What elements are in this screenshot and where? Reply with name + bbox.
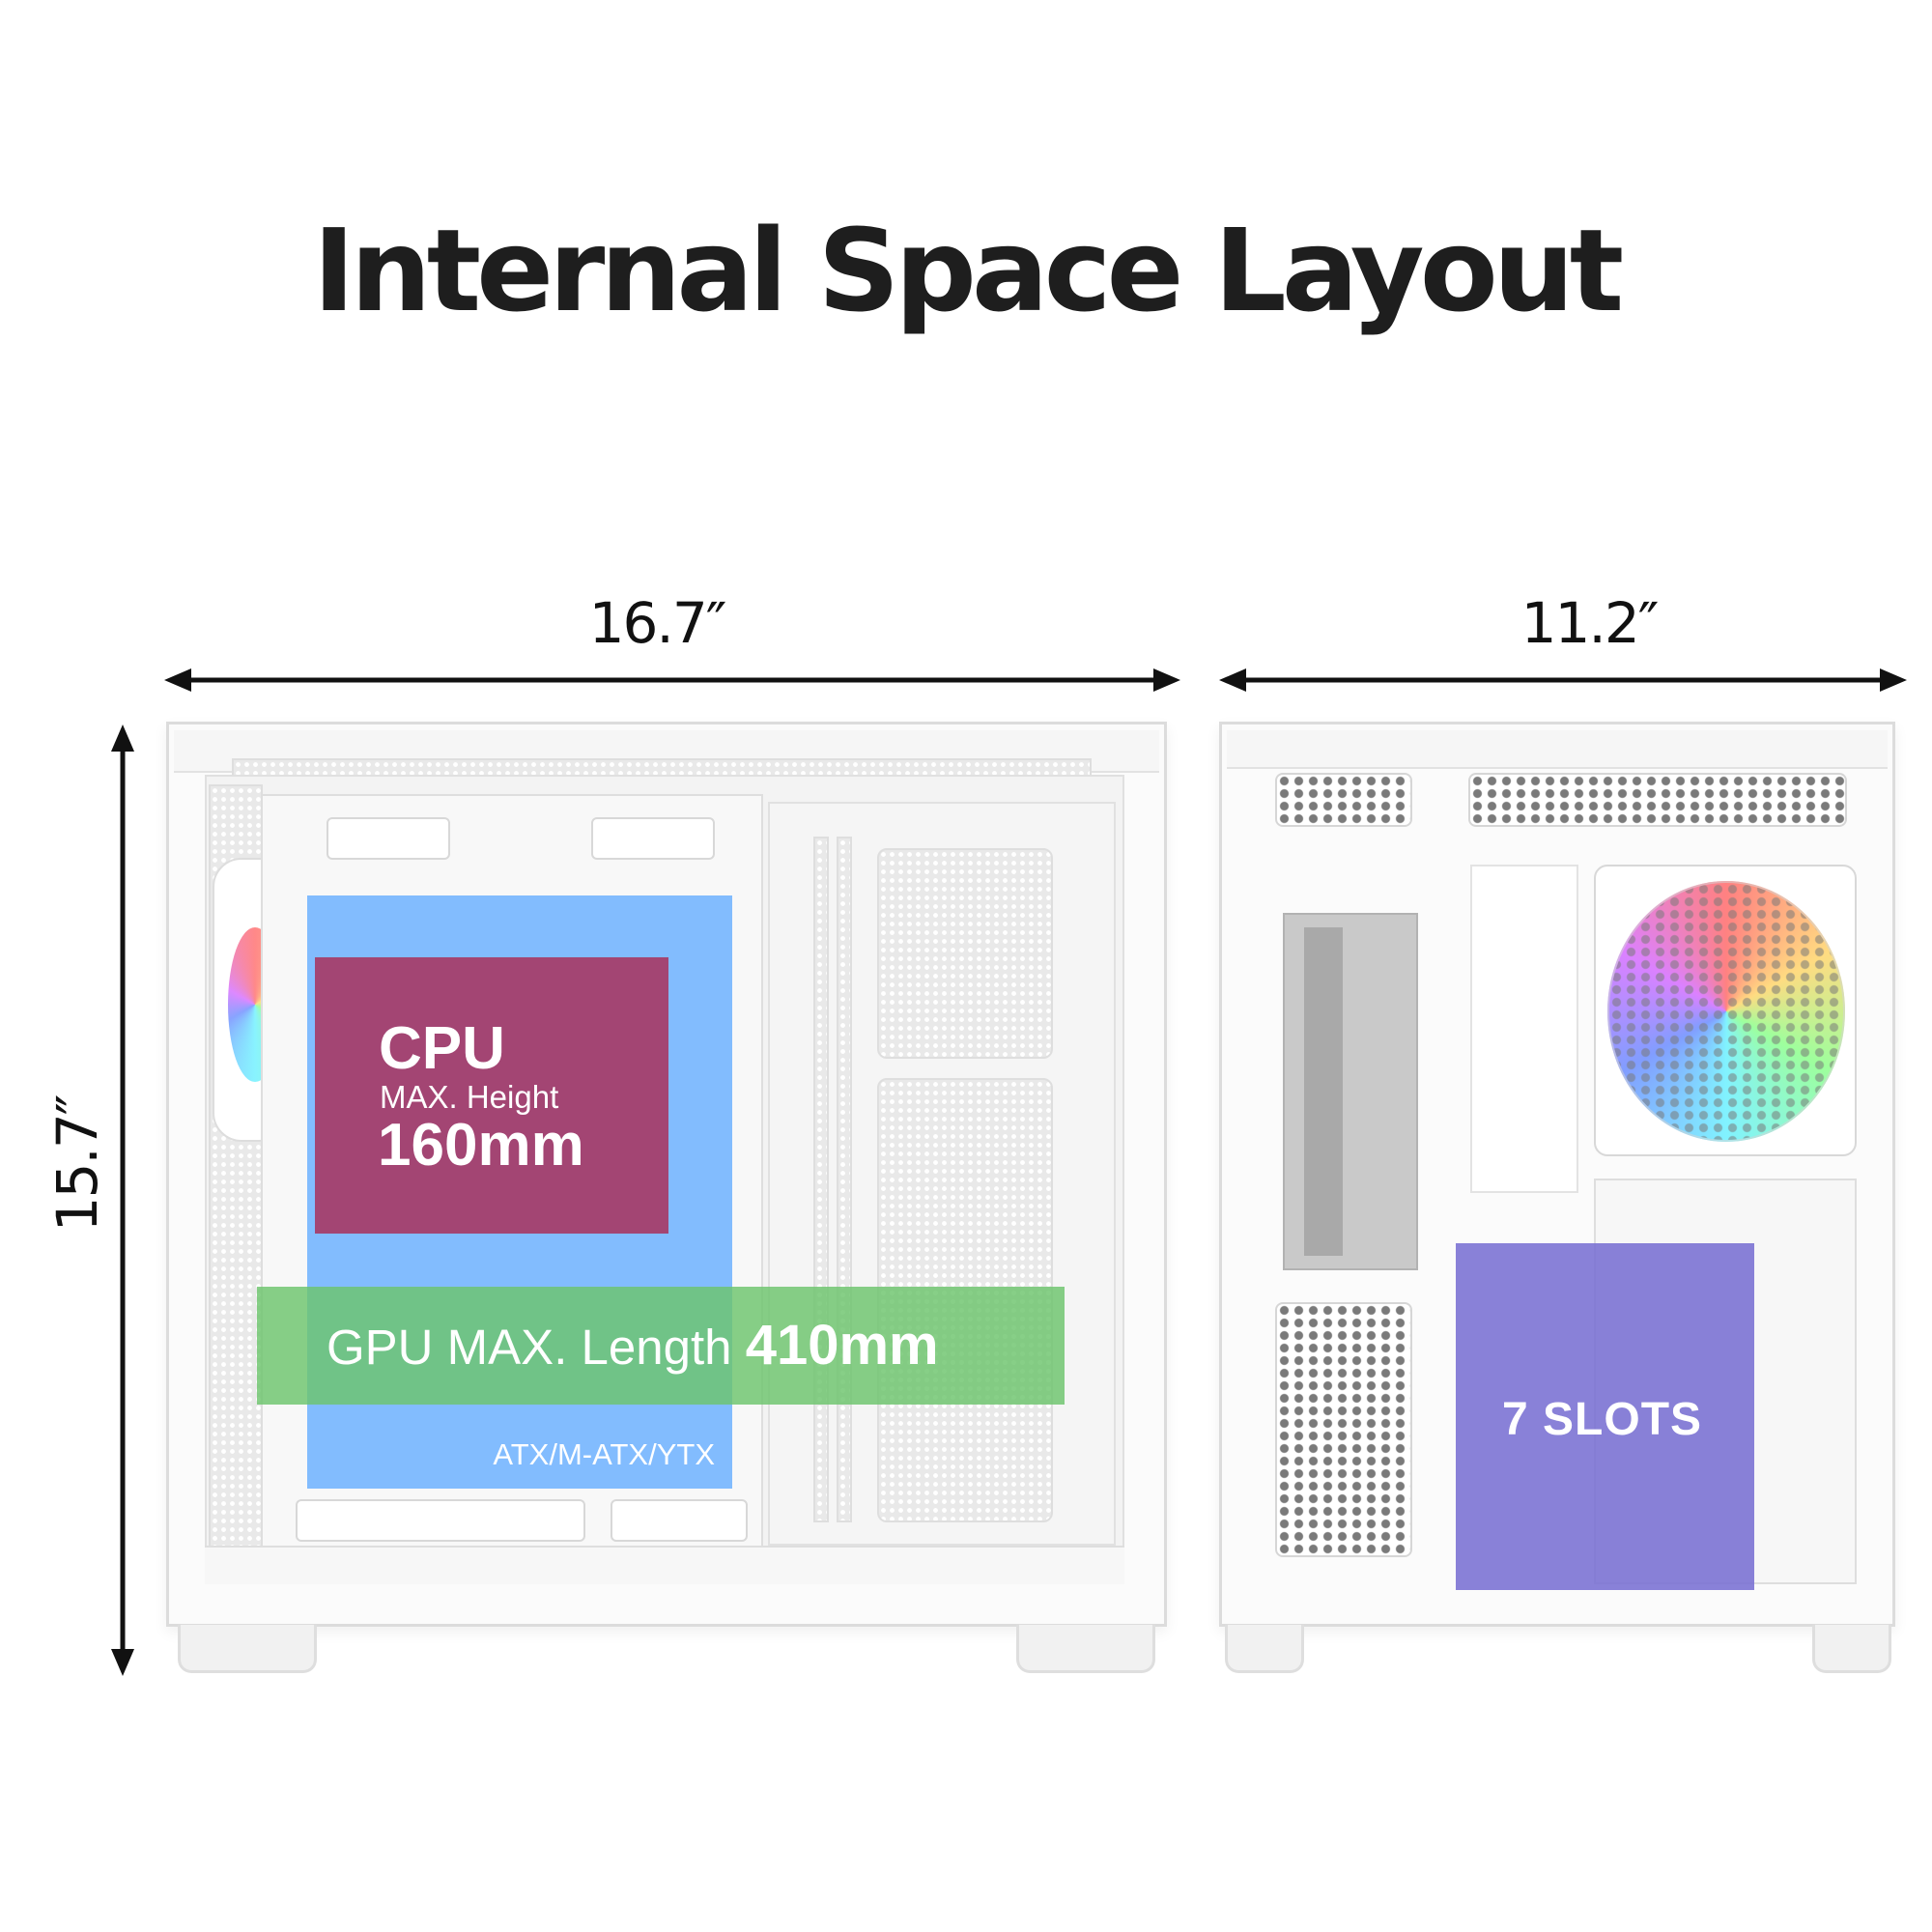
psu-opening <box>1470 865 1578 1193</box>
rear-foot-left <box>1225 1625 1304 1673</box>
rear-lower-vent <box>1275 1302 1412 1557</box>
rear-foot-right <box>1812 1625 1891 1673</box>
expansion-slots-label: 7 SLOTS <box>1502 1394 1703 1445</box>
psu-bracket <box>1283 913 1418 1270</box>
cpu-zone <box>315 957 668 1234</box>
page-title: Internal Space Layout <box>312 204 1624 337</box>
psu-bracket-rail <box>1304 927 1343 1256</box>
gpu-zone <box>257 1287 1065 1405</box>
side-panel-mesh-1 <box>877 848 1053 1059</box>
rear-top-vent-left <box>1275 773 1412 827</box>
cpu-title: CPU <box>379 1015 505 1082</box>
tray-cutout-2 <box>591 817 715 860</box>
front-width-label: 11.2″ <box>1520 590 1660 656</box>
height-arrow <box>111 724 134 1676</box>
gpu-label: GPU MAX. Length 410mm <box>327 1314 939 1379</box>
cable-mesh-strip-2 <box>837 837 852 1522</box>
cpu-subtitle: MAX. Height <box>380 1079 559 1115</box>
side-width-arrow <box>164 668 1180 692</box>
motherboard-formats-label: ATX/M-ATX/YTX <box>493 1437 715 1471</box>
cpu-max-height-value: 160mm <box>378 1112 584 1179</box>
side-foot-right <box>1016 1625 1155 1673</box>
tray-cutout-3 <box>296 1499 585 1542</box>
side-width-label: 16.7″ <box>588 590 727 656</box>
tray-cutout-4 <box>611 1499 748 1542</box>
side-bottom-shroud <box>205 1546 1124 1584</box>
rear-top-vent-right <box>1468 773 1847 827</box>
gpu-max-length-value: 410mm <box>745 1314 939 1377</box>
side-foot-left <box>178 1625 317 1673</box>
gpu-label-text: GPU MAX. Length <box>327 1320 732 1375</box>
tray-cutout-1 <box>327 817 450 860</box>
cable-mesh-strip-1 <box>813 837 829 1522</box>
front-width-arrow <box>1219 668 1907 692</box>
rear-case-top-strip <box>1227 730 1888 769</box>
expansion-slots-zone <box>1456 1243 1754 1590</box>
rear-fan-grill <box>1607 881 1845 1142</box>
